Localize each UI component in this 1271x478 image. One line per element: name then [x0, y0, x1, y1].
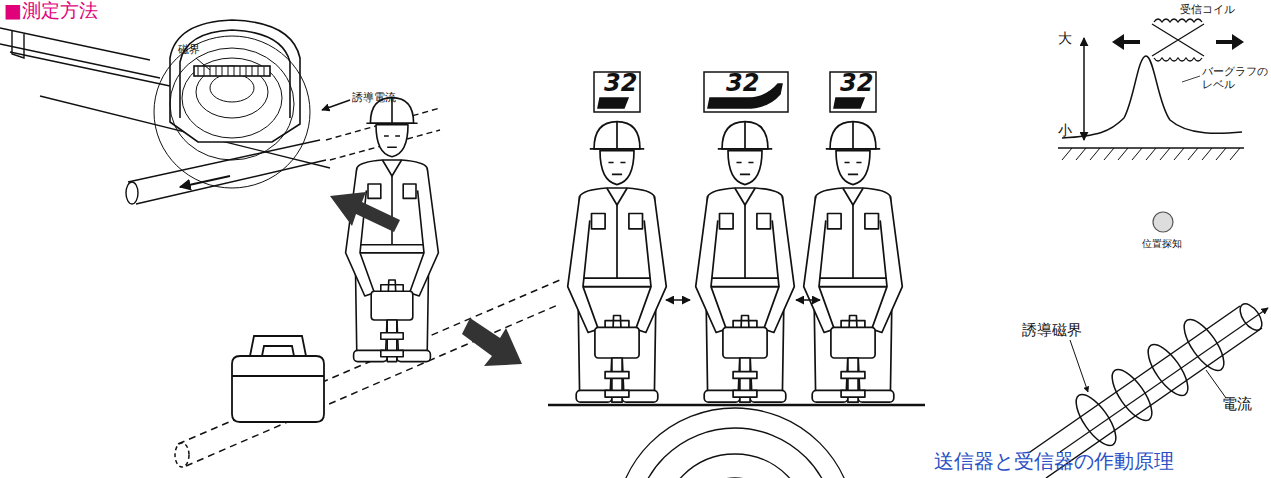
move-arrow [1112, 34, 1140, 50]
magnetic-field [154, 36, 310, 188]
channel-profile [12, 30, 24, 58]
field-loop [170, 48, 294, 160]
field-loop [154, 36, 310, 188]
coil [194, 66, 270, 76]
coil-symbol [1152, 19, 1204, 61]
transmitter-box [232, 356, 324, 422]
leader-line [1206, 370, 1226, 398]
field-circle [635, 428, 835, 478]
coil-winding [1154, 58, 1202, 61]
display-value: 32 [604, 70, 637, 98]
current-line [1060, 308, 1268, 452]
field-circle [661, 454, 809, 478]
bar-graph [834, 98, 864, 108]
ground-line [548, 404, 925, 407]
transmitter [232, 336, 324, 422]
double-arrow [666, 299, 690, 301]
pipe-end [1236, 300, 1266, 334]
pipe-end [175, 443, 189, 467]
scale-label: 大 [1058, 30, 1072, 46]
pipe-end [126, 182, 138, 204]
current-label: 誘導電流 [352, 92, 396, 105]
current-label: 電流 [1222, 396, 1252, 413]
coil-winding [1154, 19, 1202, 22]
worker [696, 122, 795, 403]
current-arrow [180, 176, 230, 187]
coil-axis [1152, 24, 1204, 56]
field-loop [182, 58, 282, 138]
scale-arrow [1083, 38, 1085, 140]
coil-label: 受信コイル [1180, 4, 1235, 17]
field-circles [615, 408, 855, 478]
scale-label: 小 [1058, 122, 1072, 138]
field-ring [1177, 314, 1231, 377]
field-ring [1105, 364, 1159, 427]
worker [804, 122, 903, 403]
channel-edge [0, 28, 170, 86]
field-label: 誘導磁界 [1022, 322, 1082, 339]
field-loop [210, 74, 254, 102]
ground-hatch [1062, 148, 1240, 160]
leader-line [1182, 76, 1200, 82]
transmitter-seam [232, 375, 324, 377]
double-arrow [796, 299, 820, 301]
transmitter-housing [170, 20, 300, 142]
move-arrow [462, 318, 522, 366]
transmitter-handle [250, 336, 306, 356]
display-value: 32 [726, 70, 759, 98]
field-circle [615, 408, 855, 478]
field-ring [1141, 339, 1195, 402]
leader-line [196, 58, 210, 70]
move-arrow [330, 192, 400, 232]
leader-line [1070, 340, 1088, 392]
move-arrow [1216, 34, 1244, 50]
bar-graph [598, 98, 628, 108]
leader-line [322, 100, 350, 110]
coil-winding [198, 66, 264, 76]
caption: 送信器と受信器の作動原理 [934, 450, 1174, 473]
worker [568, 122, 667, 403]
position-marker [1153, 212, 1173, 232]
field-ring [1069, 389, 1123, 452]
display-value: 32 [840, 70, 873, 98]
pipe-edge [128, 140, 326, 204]
level-label: バーグラフの レベル [1202, 66, 1271, 91]
transmitter-top [154, 20, 310, 188]
page-title: ■測定方法 [4, 0, 98, 22]
field-label: 磁界 [178, 44, 200, 57]
position-label: 位置探知 [1142, 238, 1182, 250]
